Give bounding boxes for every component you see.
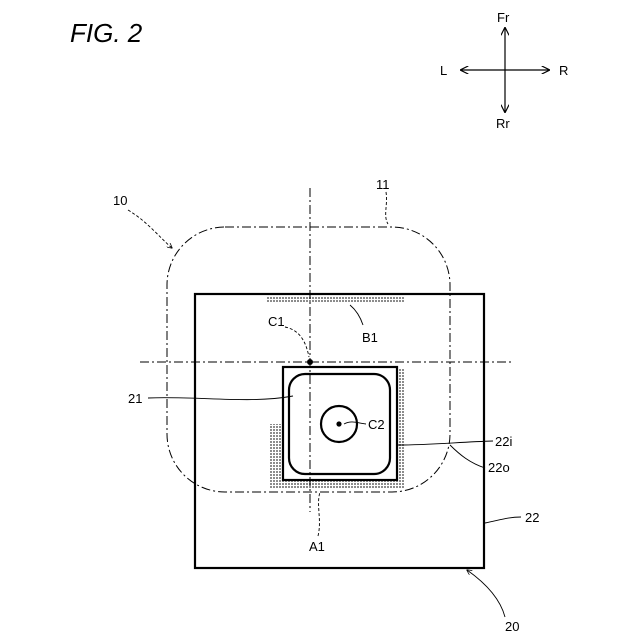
direction-left-label: L: [440, 63, 447, 78]
center-c2-dot: [336, 421, 341, 426]
leader-10: [128, 210, 172, 248]
label-c1: C1: [268, 314, 285, 329]
label-22o: 22o: [488, 460, 510, 475]
leader-20: [467, 570, 505, 617]
frame-22-outline: [195, 294, 484, 568]
direction-compass: Fr Rr L R: [440, 10, 568, 131]
center-c1-dot: [307, 359, 313, 365]
label-b1: B1: [362, 330, 378, 345]
leader-22: [485, 517, 521, 523]
label-22i: 22i: [495, 434, 512, 449]
region-a1-hatch-bottom: [270, 480, 405, 489]
leader-b1: [350, 305, 363, 325]
direction-right-label: R: [559, 63, 568, 78]
label-c2: C2: [368, 417, 385, 432]
label-11: 11: [376, 177, 390, 192]
label-10: 10: [113, 193, 127, 208]
direction-front-label: Fr: [497, 10, 510, 25]
region-b1-hatch: [266, 296, 404, 302]
label-21: 21: [128, 391, 142, 406]
leader-22o: [450, 445, 485, 468]
figure-title: FIG. 2: [70, 18, 143, 48]
label-20: 20: [505, 619, 519, 634]
label-22: 22: [525, 510, 539, 525]
label-a1: A1: [309, 539, 325, 554]
region-a1-hatch-left: [270, 424, 282, 489]
leader-c1: [285, 327, 309, 357]
direction-rear-label: Rr: [496, 116, 510, 131]
leader-c2: [344, 422, 366, 424]
leader-11: [386, 192, 388, 224]
leader-21: [148, 396, 293, 400]
leader-a1: [318, 492, 320, 536]
leader-22i: [398, 441, 493, 445]
